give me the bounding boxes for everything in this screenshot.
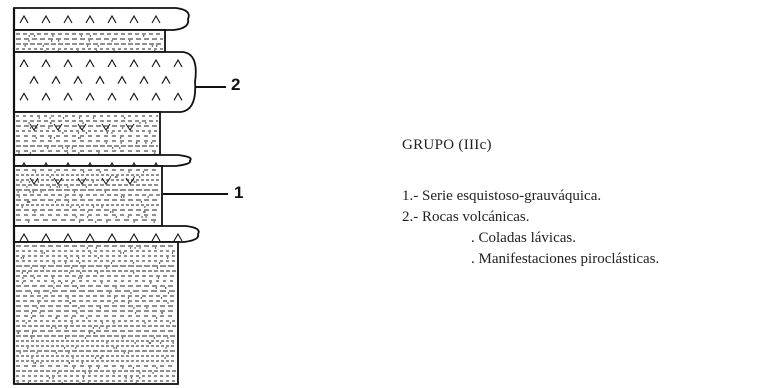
layer-2-schist-greywacke: [13, 29, 166, 53]
legend-item-1: 1.- Serie esquistoso-grauváquica.: [402, 188, 602, 204]
legend-subitem-2: . Manifestaciones piroclásticas.: [471, 251, 660, 267]
layer-1-volcanic: [13, 7, 190, 31]
layer-7-volcanic: [13, 225, 200, 243]
callout-label-2: 2: [231, 75, 241, 94]
layer-3-volcanic: [13, 51, 197, 113]
legend-item-2: 2.- Rocas volcánicas.: [402, 209, 530, 225]
callout-label-1: 1: [234, 183, 244, 202]
layer-8-schist-greywacke: [13, 241, 179, 385]
legend-title: GRUPO (IIIc): [402, 137, 492, 153]
layer-6-schist-greywacke: [13, 165, 163, 227]
legend-subitem-1: . Coladas lávicas.: [471, 230, 576, 246]
layer-4-schist-greywacke: [13, 111, 161, 156]
